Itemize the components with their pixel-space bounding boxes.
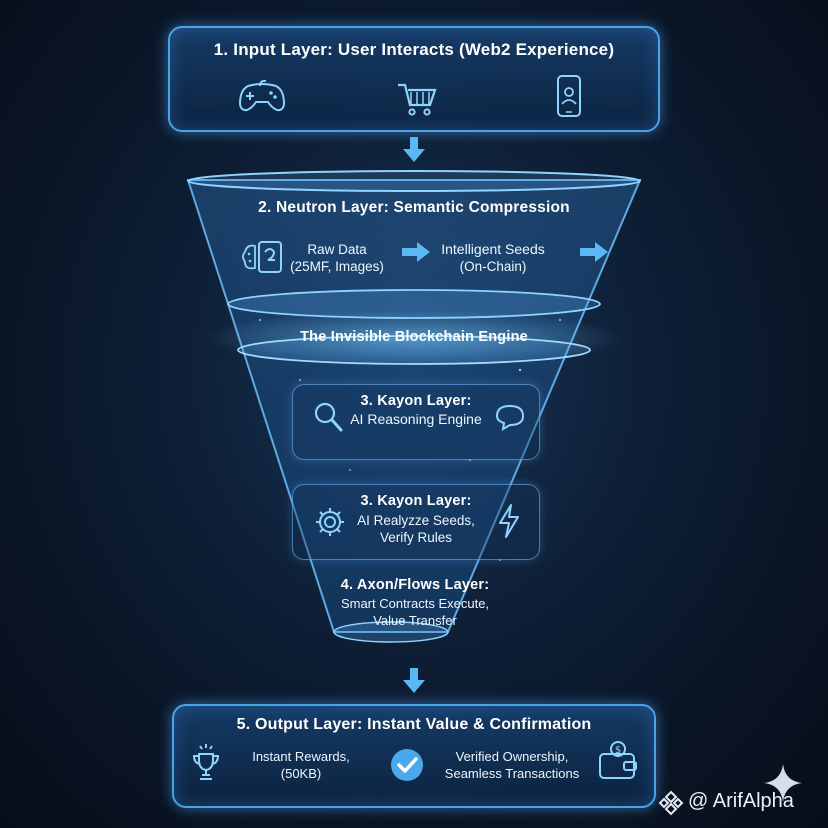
axon-layer-line1: Smart Contracts Execute, — [340, 596, 490, 611]
seeds-line2: (On-Chain) — [459, 259, 527, 274]
ownership-line2: Seamless Transactions — [444, 766, 580, 781]
kayon-reasoning-title: 3. Kayon Layer: — [360, 393, 472, 409]
kayon-analyze-line1: AI Realyzze Seeds, — [357, 513, 475, 528]
input-layer-box: 1. Input Layer: User Interacts (Web2 Exp… — [168, 26, 660, 132]
rewards-text: Instant Rewards, (50KB) — [236, 748, 366, 782]
ownership-line1: Verified Ownership, — [455, 749, 569, 764]
axon-layer-title: 4. Axon/Flows Layer: — [340, 577, 490, 593]
seeds-text: Intelligent Seeds (On-Chain) — [428, 241, 558, 275]
neutron-layer-title: 2. Neutron Layer: Semantic Compression — [258, 199, 570, 216]
kayon-reasoning-subtitle: AI Reasoning Engine — [350, 411, 482, 427]
svg-text:$: $ — [615, 745, 621, 756]
kayon-reasoning-card: 3. Kayon Layer: AI Reasoning Engine — [292, 384, 540, 460]
chat-bubble-icon — [495, 404, 525, 431]
brain-document-icon — [242, 241, 282, 273]
output-layer-box: 5. Output Layer: Instant Value & Confirm… — [172, 704, 656, 808]
seeds-line1: Intelligent Seeds — [441, 241, 545, 257]
input-layer-title: 1. Input Layer: User Interacts (Web2 Exp… — [213, 40, 615, 59]
rewards-line2: (50KB) — [280, 766, 322, 781]
axon-layer: 4. Axon/Flows Layer: Smart Contracts Exe… — [300, 577, 530, 629]
checkmark-icon — [391, 749, 423, 781]
engine-label: The Invisible Blockchain Engine — [300, 329, 528, 345]
shopping-cart-icon — [398, 83, 437, 116]
axon-layer-line2: Value Transfer — [373, 613, 457, 628]
arrow-down-icon — [403, 668, 425, 693]
raw-data-line2: (25MF, Images) — [290, 259, 384, 274]
arrow-down-icon — [403, 137, 425, 162]
kayon-analyze-line2: Verify Rules — [379, 530, 453, 545]
raw-data-text: Raw Data (25MF, Images) — [282, 241, 392, 275]
trophy-icon — [192, 744, 220, 780]
sparkle-icon — [764, 764, 802, 802]
ownership-text: Verified Ownership, Seamless Transaction… — [432, 748, 592, 782]
binance-logo-icon — [658, 790, 684, 816]
arrow-right-icon — [580, 242, 608, 262]
kayon-analyze-card: 3. Kayon Layer: AI Realyzze Seeds, Verif… — [292, 484, 540, 560]
watermark-text: @ ArifAlpha — [688, 790, 794, 812]
raw-data-line1: Raw Data — [307, 242, 367, 257]
output-layer-title: 5. Output Layer: Instant Value & Confirm… — [236, 716, 592, 733]
gear-icon — [316, 508, 344, 536]
wallet-icon: $ — [599, 741, 637, 779]
kayon-analyze-title: 3. Kayon Layer: — [360, 493, 472, 509]
gamepad-icon — [238, 79, 286, 112]
lightning-icon — [499, 504, 519, 538]
mobile-phone-icon — [557, 75, 581, 117]
magnifier-icon — [314, 402, 343, 432]
arrow-right-icon — [402, 242, 430, 262]
rewards-line1: Instant Rewards, — [252, 749, 350, 764]
